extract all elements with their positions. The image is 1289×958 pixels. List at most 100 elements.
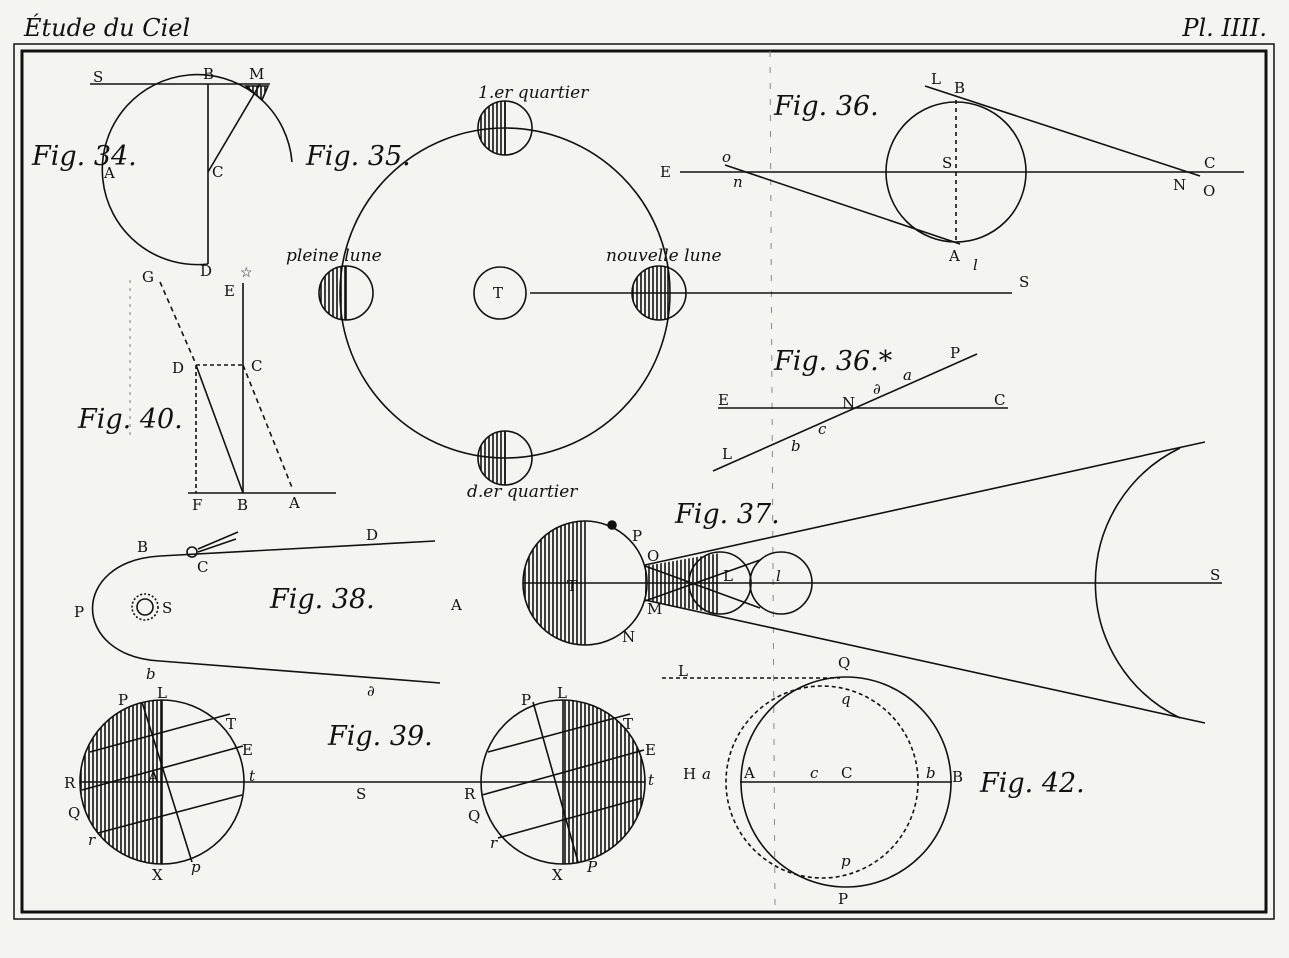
fig-38-label: ∂ [367, 682, 375, 700]
fig-39-right-label: t [648, 771, 655, 789]
figure-40 [129, 280, 336, 494]
fig-39-left-label: R [64, 774, 76, 792]
fig-39-left-label: X [152, 866, 163, 884]
fig-36-star-label: C [994, 391, 1005, 409]
fig-42-label: q [841, 690, 851, 708]
fig-37-label: O [647, 547, 659, 565]
fig-36-star-label: L [722, 445, 732, 463]
fig-42-label: B [952, 768, 963, 786]
fig-36-label: n [733, 173, 743, 191]
figure-36-star [712, 353, 1008, 472]
fig-36-label: S [942, 154, 952, 172]
fig-39-right-label: r [490, 834, 498, 852]
fig-42-label: a [702, 765, 711, 783]
fig-39-center-label: S [356, 785, 366, 803]
fig-38-label: C [197, 558, 208, 576]
fig-40-title: Fig. 40. [77, 404, 183, 435]
fig-42-title: Fig. 42. [979, 768, 1085, 799]
fig-42-label: b [926, 764, 936, 782]
fig-37-label: N [622, 628, 635, 646]
figure-36 [680, 85, 1244, 245]
fig-39-left-label: Q [68, 804, 80, 822]
fig-40-label: B [237, 496, 248, 514]
fig-34-label: C [212, 163, 223, 181]
fig-39-left-label: L [157, 684, 167, 702]
fig-42-label: C [841, 764, 852, 782]
fig-40-label: F [192, 496, 202, 514]
fig-35-title: Fig. 35. [305, 141, 411, 172]
fig-37-title: Fig. 37. [674, 499, 780, 530]
fig-36-label: B [954, 79, 965, 97]
fig-36-label: o [722, 148, 731, 166]
fig-36-star-label: ∂ [873, 380, 881, 398]
fig-39-right-label: T [623, 715, 633, 733]
fig-42-label: L [678, 662, 688, 680]
figure-38 [91, 531, 441, 684]
fig-36-star-label: E [718, 391, 729, 409]
fig-39-right-label: L [557, 684, 567, 702]
fig-36-label: E [660, 163, 671, 181]
plate-number: Pl. IIII. [1182, 14, 1267, 42]
fig-34-label: S [93, 68, 103, 86]
fig-36-label: O [1203, 182, 1215, 200]
fig-40-label: D [172, 359, 184, 377]
fig-36-star-label: a [903, 366, 912, 384]
fig-34-label: D [200, 262, 212, 280]
fig-37-label: L [723, 567, 733, 585]
fig-37-label: S [1210, 566, 1220, 584]
fig-37-label: P [632, 527, 642, 545]
fig-39-left-label: p [191, 858, 201, 876]
fig-40-label: A [288, 494, 300, 512]
fig-36-star-label: P [950, 344, 960, 362]
fig-34-label: A [103, 164, 115, 182]
fig-38-title: Fig. 38. [269, 584, 375, 615]
last-quarter-label: d.er quartier [467, 482, 578, 502]
fig-40-label: G [142, 268, 154, 286]
fig-39-right-label: P [521, 691, 531, 709]
fig-34-label: B [203, 65, 214, 83]
fig-39-left-label: T [226, 715, 236, 733]
star-icon: ☆ [240, 265, 253, 281]
fig-36-star-label: b [791, 437, 801, 455]
fig-42-label: p [841, 852, 851, 870]
fig-38-label: A [450, 596, 462, 614]
plate-frame [13, 43, 1275, 920]
first-quarter-label: 1.er quartier [478, 83, 589, 103]
fig-34-title: Fig. 34. [31, 141, 137, 172]
figure-37 [522, 441, 1222, 724]
fig-38-label: P [74, 603, 84, 621]
figure-34 [90, 73, 293, 266]
fig-39-left-label: E [242, 741, 253, 759]
fig-39-title: Fig. 39. [327, 721, 433, 752]
fig-38-label: D [366, 526, 378, 544]
fig-42-label: A [743, 764, 755, 782]
fig-39-right-label: P [586, 858, 598, 876]
fig-42-label: H [683, 765, 696, 783]
figure-42 [662, 676, 952, 888]
fig-36-label: l [973, 256, 978, 274]
fig-39-right-label: X [552, 866, 563, 884]
fig-37-label: l [776, 567, 781, 585]
fig-36-title: Fig. 36. [773, 91, 879, 122]
full-moon-label: pleine lune [286, 246, 382, 266]
fig-42-label: Q [838, 654, 850, 672]
fig-36-star-label: N [842, 394, 855, 412]
fig-35-label: T [493, 284, 503, 302]
fig-36-label: L [931, 70, 941, 88]
fig-36-star-label: c [818, 420, 827, 438]
fig-36-label: C [1204, 154, 1215, 172]
fig-42-label: P [838, 890, 848, 908]
fig-38-label: b [146, 665, 156, 683]
fig-37-label: M [647, 600, 662, 618]
fig-39-left-label: t [249, 767, 256, 785]
fig-39-left-label: r [88, 831, 96, 849]
fig-37-label: T [567, 577, 577, 595]
fig-42-label: c [810, 764, 819, 782]
fig-39-left-label: P [118, 691, 128, 709]
figure-35 [318, 100, 1012, 486]
fig-40-label: E [224, 282, 235, 300]
fig-35-label: S [1019, 273, 1029, 291]
fig-39-right-label: R [464, 785, 476, 803]
